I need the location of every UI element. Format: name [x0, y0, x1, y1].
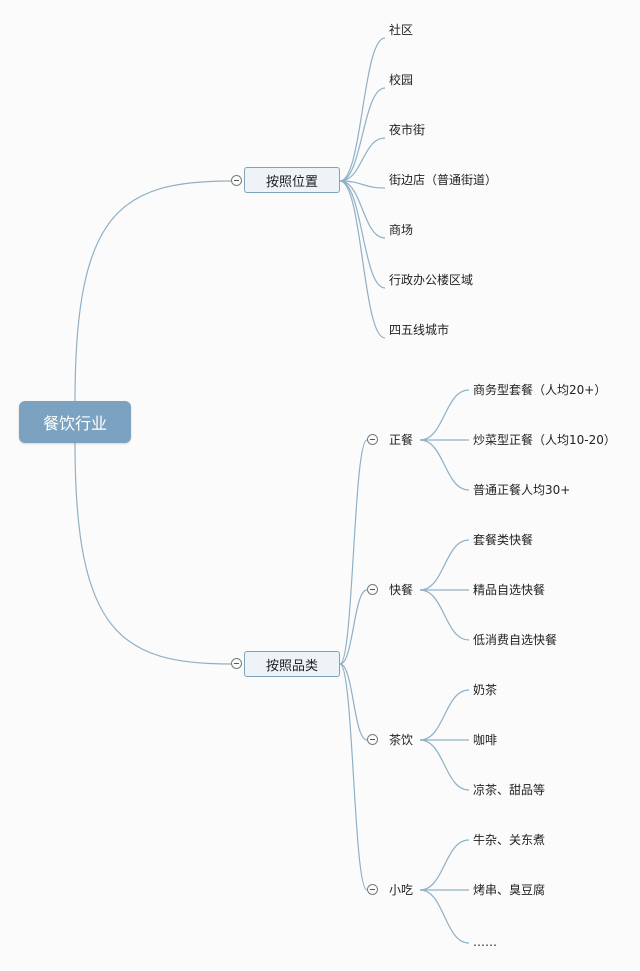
location-item-campus[interactable]: 校园	[389, 73, 414, 87]
connector-group-1-item-0	[419, 539, 470, 591]
snacks-item-beef-offal[interactable]: 牛杂、关东煮	[473, 833, 546, 847]
connector-location-item-3	[339, 180, 386, 189]
subbranch-formal-meal[interactable]: 正餐	[389, 433, 414, 447]
fast-food-item-premium-buffet[interactable]: 精品自选快餐	[473, 583, 546, 597]
connector-location-item-5	[339, 180, 386, 289]
connector-location-item-6	[339, 180, 386, 339]
fast-food-item-budget-buffet[interactable]: 低消费自选快餐	[473, 633, 558, 647]
connector-category-group-3	[339, 663, 368, 891]
branch-location[interactable]: 按照位置	[244, 167, 340, 193]
subbranch-tea-drinks[interactable]: 茶饮	[389, 733, 414, 747]
connector-root-category	[74, 442, 232, 665]
branch-category[interactable]: 按照品类	[244, 651, 340, 677]
root-topic[interactable]: 餐饮行业	[19, 401, 131, 443]
formal-meal-item-regular[interactable]: 普通正餐人均30+	[473, 483, 571, 497]
location-item-small-cities[interactable]: 四五线城市	[389, 323, 450, 337]
connector-category-group-2	[339, 663, 368, 741]
connector-group-3-item-2	[419, 889, 470, 944]
connector-location-item-2	[339, 137, 386, 182]
connector-location-item-0	[339, 37, 386, 182]
formal-meal-item-stir-fry[interactable]: 炒菜型正餐（人均10-20）	[473, 433, 616, 447]
collapse-fast-food-icon[interactable]	[367, 584, 378, 595]
collapse-tea-drinks-icon[interactable]	[367, 734, 378, 745]
connector-group-3-item-0	[419, 839, 470, 891]
connector-location-item-1	[339, 87, 386, 182]
collapse-location-icon[interactable]	[231, 175, 242, 186]
tea-drinks-item-coffee[interactable]: 咖啡	[473, 733, 498, 747]
snacks-item-skewers[interactable]: 烤串、臭豆腐	[473, 883, 546, 897]
collapse-category-icon[interactable]	[231, 658, 242, 669]
collapse-snacks-icon[interactable]	[367, 884, 378, 895]
location-item-community[interactable]: 社区	[389, 23, 414, 37]
connector-category-group-1	[339, 589, 368, 665]
formal-meal-item-business-set[interactable]: 商务型套餐（人均20+）	[473, 383, 607, 397]
connector-group-0-item-0	[419, 389, 470, 441]
connector-group-1-item-2	[419, 589, 470, 641]
location-item-street-shop[interactable]: 街边店（普通街道）	[389, 173, 498, 187]
fast-food-item-set[interactable]: 套餐类快餐	[473, 533, 534, 547]
connector-group-2-item-0	[419, 689, 470, 741]
connector-group-0-item-2	[419, 439, 470, 491]
subbranch-fast-food[interactable]: 快餐	[389, 583, 414, 597]
location-item-mall[interactable]: 商场	[389, 223, 414, 237]
collapse-formal-meal-icon[interactable]	[367, 434, 378, 445]
connector-root-location	[74, 180, 232, 402]
connector-group-2-item-2	[419, 739, 470, 791]
location-item-office-area[interactable]: 行政办公楼区域	[389, 273, 474, 287]
connector-category-group-0	[339, 439, 368, 665]
subbranch-snacks[interactable]: 小吃	[389, 883, 414, 897]
snacks-item-ellipsis[interactable]: ……	[473, 935, 497, 949]
location-item-night-market[interactable]: 夜市街	[389, 123, 426, 137]
tea-drinks-item-milk-tea[interactable]: 奶茶	[473, 683, 498, 697]
connector-location-item-4	[339, 180, 386, 239]
tea-drinks-item-herbal-dessert[interactable]: 凉茶、甜品等	[473, 783, 546, 797]
